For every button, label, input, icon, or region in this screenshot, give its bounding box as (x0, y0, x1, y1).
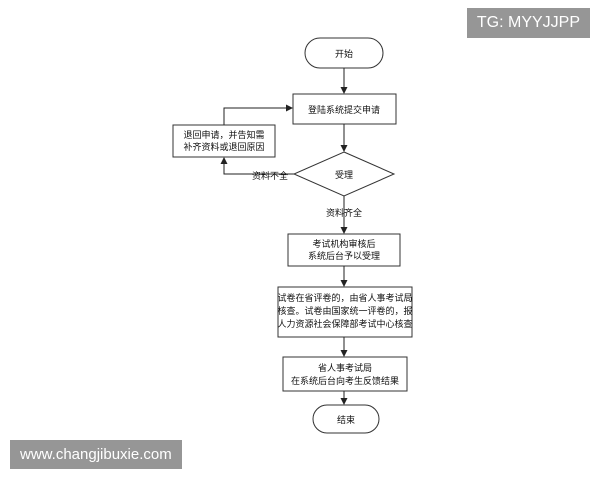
check-node: 试卷在省评卷的，由省人事考试局 核查。试卷由国家统一评卷的，报 人力资源社会保障… (277, 286, 413, 338)
submit-label: 登陆系统提交申请 (308, 104, 380, 116)
review-label-line1: 考试机构审核后 (312, 238, 375, 250)
feedback-node: 省人事考试局 在系统后台向考生反馈结果 (282, 356, 408, 392)
check-label-line3: 人力资源社会保障部考试中心核查 (277, 318, 412, 330)
check-label-line2: 核查。试卷由国家统一评卷的，报 (277, 305, 412, 317)
accept-decision: 受理 (292, 151, 396, 197)
return-label-line2: 补齐资料或退回原因 (183, 141, 264, 153)
start-label: 开始 (335, 48, 353, 60)
submit-node: 登陆系统提交申请 (292, 93, 397, 125)
edge-label-incomplete: 资料不全 (252, 170, 288, 182)
start-node: 开始 (304, 37, 384, 69)
accept-label: 受理 (335, 169, 353, 181)
watermark-top: TG: MYYJJPP (466, 8, 590, 38)
return-node: 退回申请，并告知需 补齐资料或退回原因 (172, 124, 276, 158)
end-node: 结束 (312, 404, 380, 434)
arrow-return-submit (223, 104, 293, 125)
edge-label-complete: 资料齐全 (326, 207, 362, 219)
review-label-line2: 系统后台予以受理 (308, 250, 380, 262)
review-node: 考试机构审核后 系统后台予以受理 (287, 233, 401, 267)
check-label-line1: 试卷在省评卷的，由省人事考试局 (277, 292, 412, 304)
return-label-line1: 退回申请，并告知需 (183, 129, 264, 141)
end-label: 结束 (337, 414, 355, 426)
arrow-accept-return (220, 157, 294, 175)
feedback-label-line2: 在系统后台向考生反馈结果 (291, 375, 399, 387)
watermark-bottom: www.changjibuxie.com (10, 440, 182, 469)
feedback-label-line1: 省人事考试局 (318, 362, 372, 374)
